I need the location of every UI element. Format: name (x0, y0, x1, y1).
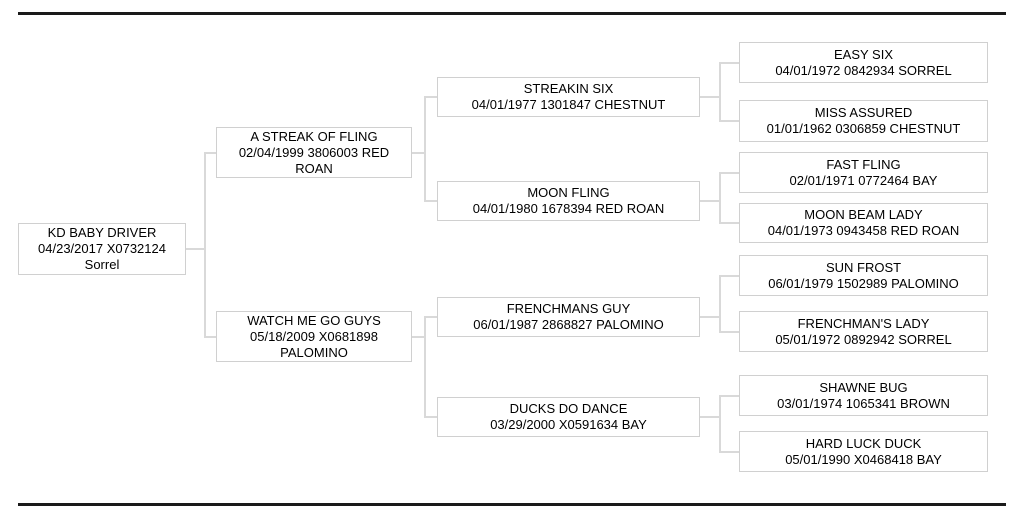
horse-details: 02/04/1999 3806003 RED ROAN (238, 144, 390, 176)
pedigree-connector (720, 394, 739, 397)
horse-details: 05/01/1972 0892942 SORREL (775, 331, 952, 347)
horse-details: 04/01/1980 1678394 RED ROAN (472, 201, 665, 216)
pedigree-connector (720, 120, 739, 122)
pedigree-connector (700, 200, 720, 202)
pedigree-connector (424, 96, 426, 202)
horse-details: 04/01/1972 0842934 SORREL (775, 62, 952, 78)
horse-details: 02/01/1971 0772464 BAY (789, 172, 938, 188)
pedigree-connector (700, 416, 720, 418)
horse-name: WATCH ME GO GUYS (247, 312, 381, 328)
horse-name: MOON BEAM LADY (804, 207, 923, 222)
pedigree-connector (412, 151, 425, 154)
pedigree-node-sire-sire: STREAKIN SIX 04/01/1977 1301847 CHESTNUT (437, 77, 700, 117)
pedigree-node-dam-sire-sire: SUN FROST 06/01/1979 1502989 PALOMINO (739, 255, 988, 296)
horse-details: 03/01/1974 1065341 BROWN (777, 395, 950, 411)
bottom-rule (18, 503, 1006, 506)
pedigree-node-sire-dam: MOON FLING 04/01/1980 1678394 RED ROAN (437, 181, 700, 221)
pedigree-node-dam-dam-sire: SHAWNE BUG 03/01/1974 1065341 BROWN (739, 375, 988, 416)
pedigree-connector (719, 171, 721, 224)
pedigree-connector (205, 151, 216, 154)
pedigree-node-dam-sire: FRENCHMANS GUY 06/01/1987 2868827 PALOMI… (437, 297, 700, 337)
pedigree-connector (720, 274, 739, 277)
horse-details: 04/01/1977 1301847 CHESTNUT (471, 97, 666, 112)
horse-name: SUN FROST (825, 259, 902, 275)
horse-name: A STREAK OF FLING (250, 128, 378, 144)
pedigree-node-dam-dam-dam: HARD LUCK DUCK 05/01/1990 X0468418 BAY (739, 431, 988, 472)
pedigree-node-dam-dam: DUCKS DO DANCE 03/29/2000 X0591634 BAY (437, 397, 700, 437)
horse-name: FRENCHMANS GUY (506, 301, 631, 316)
top-rule (18, 12, 1006, 15)
horse-name: STREAKIN SIX (523, 81, 614, 96)
pedigree-node-sire-sire-dam: MISS ASSURED 01/01/1962 0306859 CHESTNUT (739, 100, 988, 142)
pedigree-node-sire-dam-dam: MOON BEAM LADY 04/01/1973 0943458 RED RO… (739, 203, 988, 243)
pedigree-connector (720, 450, 739, 453)
horse-name: KD BABY DRIVER (47, 225, 157, 240)
pedigree-connector (720, 171, 739, 174)
pedigree-connector (720, 61, 739, 64)
pedigree-connector (425, 96, 437, 98)
pedigree-node-sire-sire-sire: EASY SIX 04/01/1972 0842934 SORREL (739, 42, 988, 83)
pedigree-connector (719, 61, 721, 122)
horse-details: 06/01/1979 1502989 PALOMINO (768, 275, 959, 291)
horse-name: EASY SIX (833, 46, 893, 62)
pedigree-node-dam-sire-dam: FRENCHMAN'S LADY 05/01/1972 0892942 SORR… (739, 311, 988, 352)
horse-details: 03/29/2000 X0591634 BAY (490, 417, 647, 432)
pedigree-connector (425, 416, 437, 418)
pedigree-connector (425, 200, 437, 202)
horse-name: DUCKS DO DANCE (509, 401, 628, 416)
horse-name: MISS ASSURED (814, 105, 913, 120)
pedigree-connector (700, 316, 720, 318)
horse-details: 06/01/1987 2868827 PALOMINO (473, 317, 664, 332)
pedigree-connector (424, 316, 426, 418)
pedigree-connector (700, 96, 720, 98)
horse-details: 01/01/1962 0306859 CHESTNUT (766, 121, 961, 136)
horse-details: 05/01/1990 X0468418 BAY (785, 451, 942, 467)
pedigree-connector (719, 394, 721, 453)
horse-details: 05/18/2009 X0681898 PALOMINO (250, 328, 378, 360)
pedigree-connector (425, 316, 437, 318)
horse-name: FAST FLING (826, 156, 901, 172)
horse-name: FRENCHMAN'S LADY (797, 315, 930, 331)
horse-name: MOON FLING (527, 185, 610, 200)
horse-details: 04/23/2017 X0732124 Sorrel (38, 241, 166, 272)
pedigree-connector (204, 151, 206, 338)
pedigree-connector (412, 335, 425, 338)
pedigree-connector (719, 274, 721, 333)
horse-details: 04/01/1973 0943458 RED ROAN (767, 223, 960, 238)
pedigree-connector (720, 222, 739, 224)
pedigree-node-sire-dam-sire: FAST FLING 02/01/1971 0772464 BAY (739, 152, 988, 193)
pedigree-connector (205, 335, 216, 338)
pedigree-connector (720, 330, 739, 333)
pedigree-connector (186, 248, 205, 250)
horse-name: SHAWNE BUG (819, 379, 908, 395)
pedigree-node-sire: A STREAK OF FLING 02/04/1999 3806003 RED… (216, 127, 412, 178)
pedigree-node-subject: KD BABY DRIVER 04/23/2017 X0732124 Sorre… (18, 223, 186, 275)
pedigree-node-dam: WATCH ME GO GUYS 05/18/2009 X0681898 PAL… (216, 311, 412, 362)
horse-name: HARD LUCK DUCK (805, 435, 922, 451)
